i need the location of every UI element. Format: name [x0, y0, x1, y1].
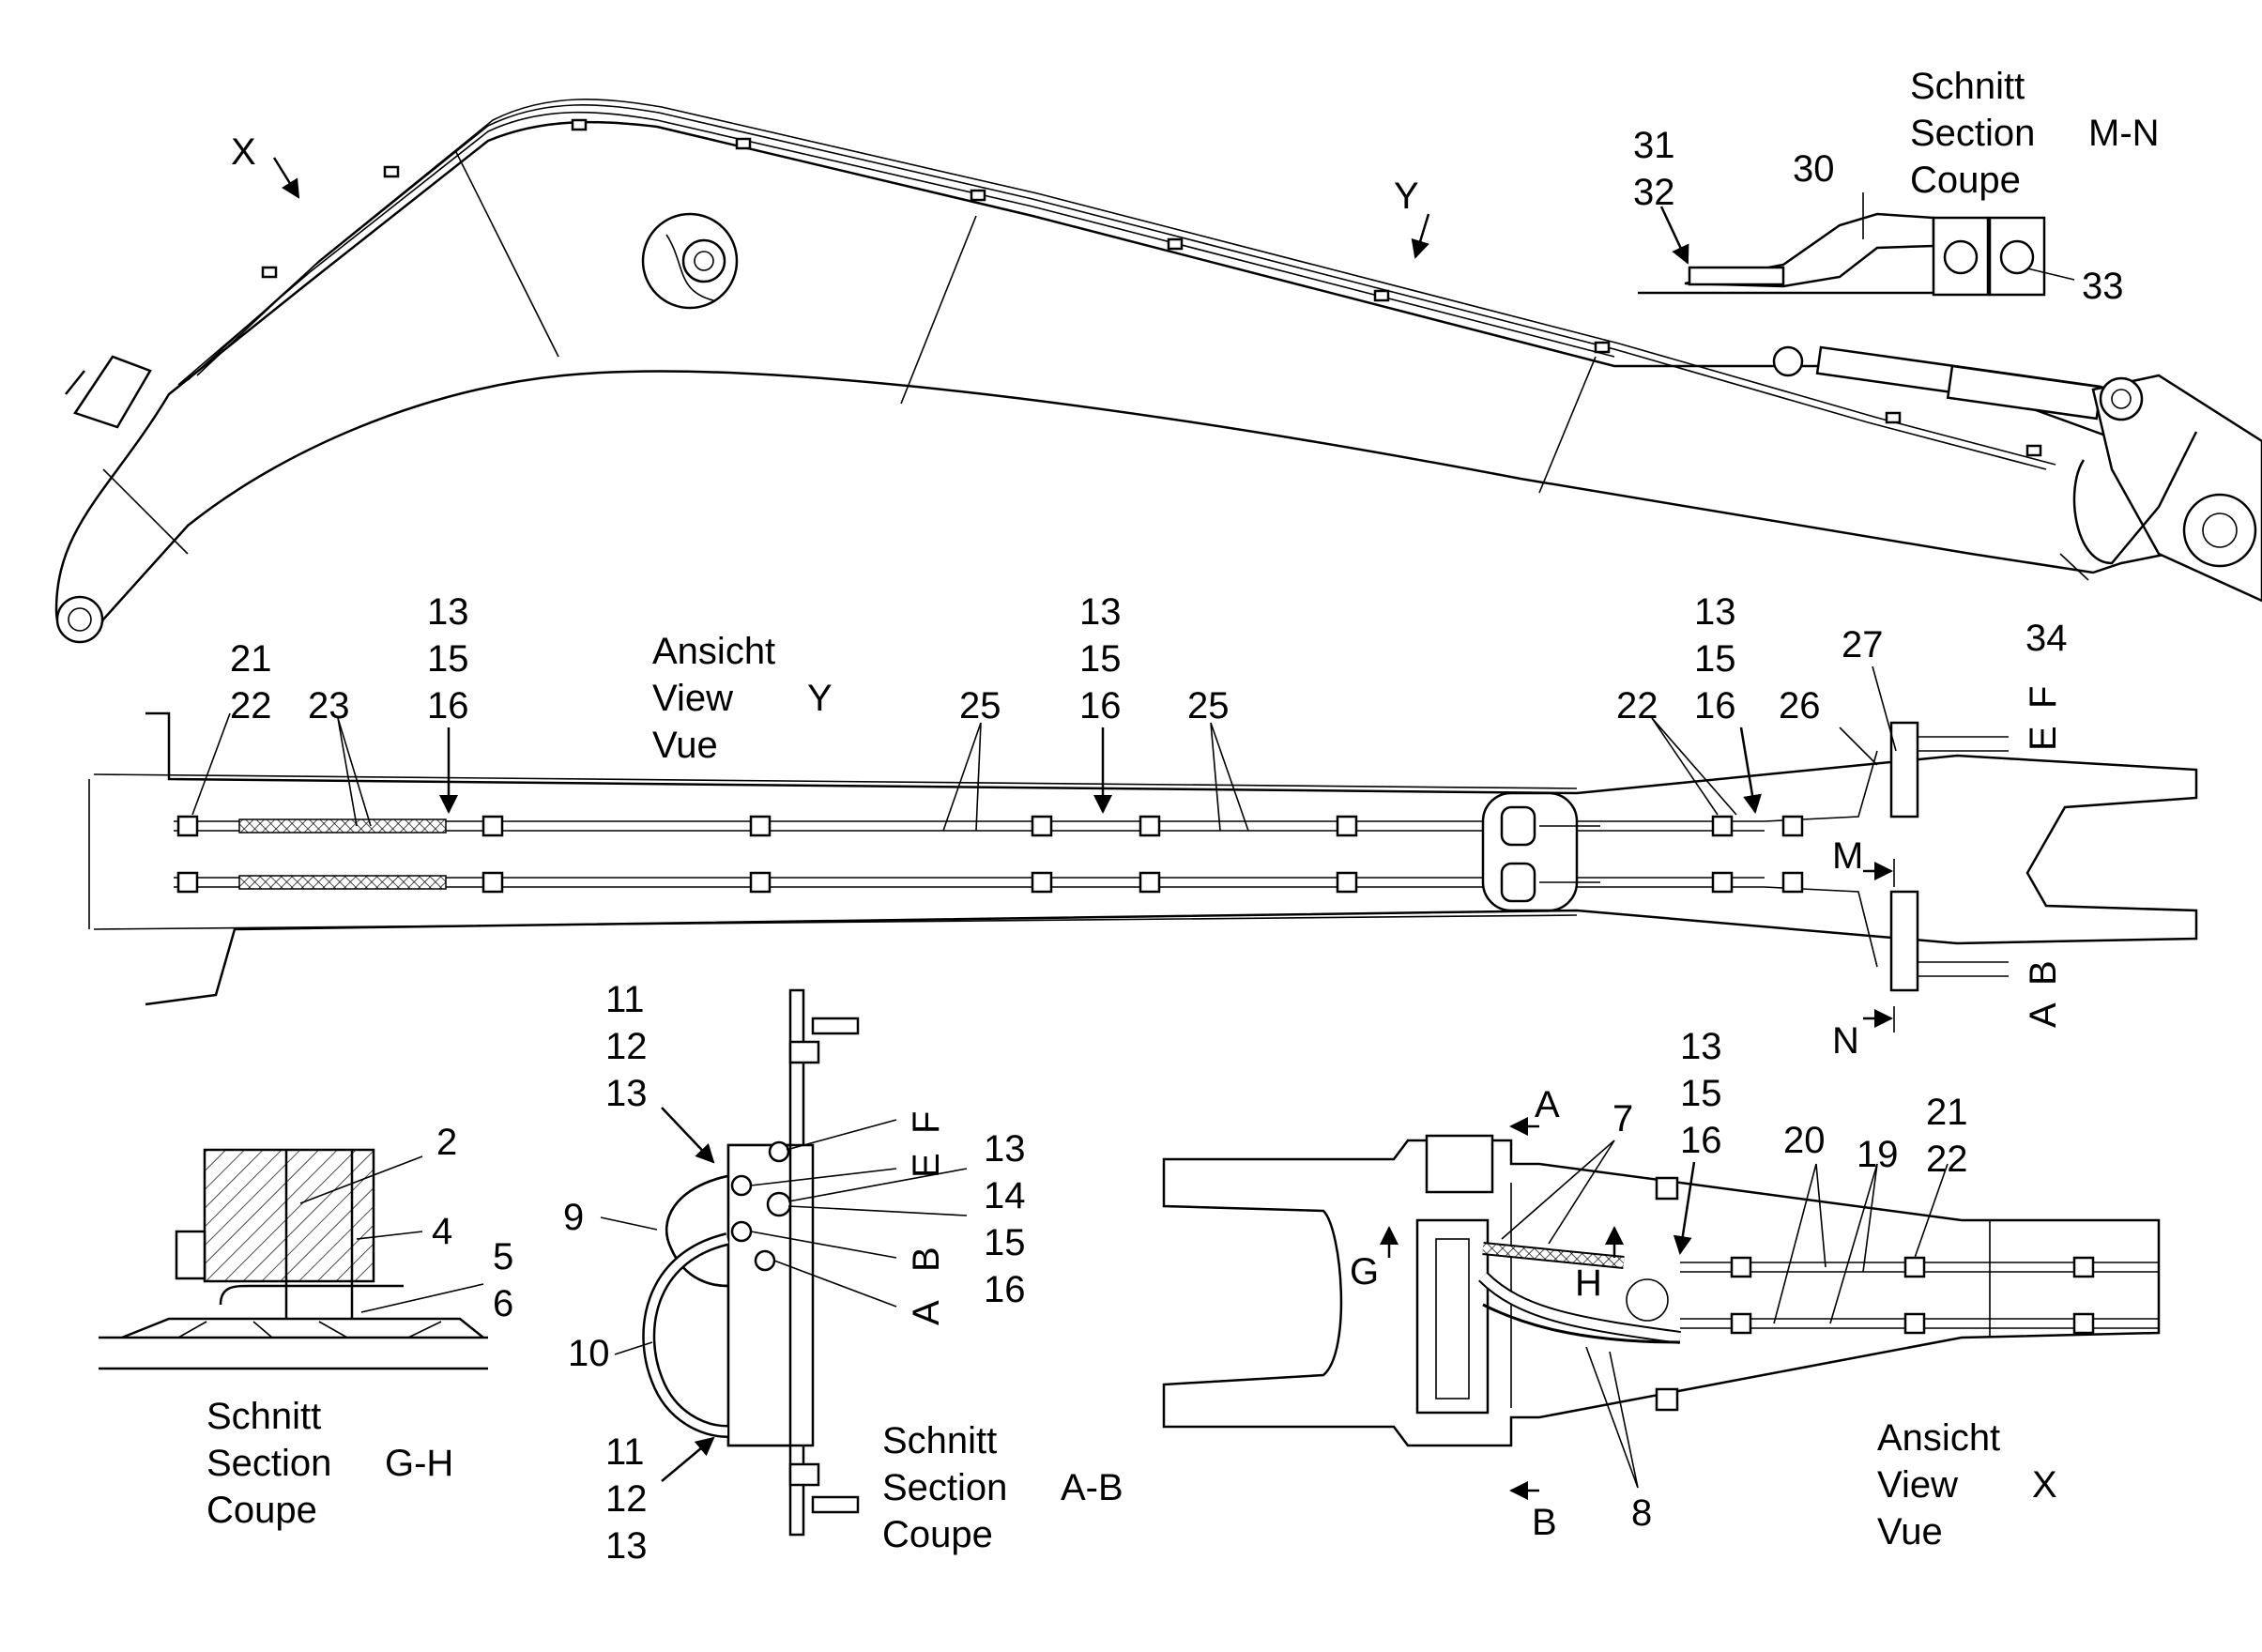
view-y-marker: Y — [1394, 176, 1419, 217]
boom-side-view: X Y 34 — [54, 99, 2262, 659]
section-gh: 2 4 5 6 Schnitt Section Coupe G-H — [99, 1122, 513, 1531]
section-mn-title-1: Schnitt — [1910, 66, 2025, 107]
callout-15a: 15 — [427, 638, 469, 680]
callout-15b: 15 — [1079, 638, 1122, 680]
section-gh-id: G-H — [385, 1443, 453, 1484]
section-mn-title-3: Coupe — [1910, 160, 2021, 201]
view-x-title-2: View — [1877, 1464, 1958, 1506]
port-F-ab: F — [906, 1111, 947, 1134]
callout-13a: 13 — [427, 591, 469, 633]
boom-outline — [54, 120, 2189, 641]
port-A-ab: A — [906, 1300, 947, 1325]
callout-8: 8 — [1631, 1492, 1652, 1534]
callout-25a: 25 — [959, 685, 1001, 727]
view-x-title-3: Vue — [1877, 1511, 1943, 1553]
view-x-marker: X — [231, 131, 256, 173]
callout-13-bot: 13 — [605, 1525, 648, 1567]
callout-6: 6 — [493, 1283, 513, 1324]
port-E1-ab: E — [906, 1153, 947, 1178]
callout-2: 2 — [436, 1122, 457, 1163]
callout-33: 33 — [2082, 266, 2124, 307]
marker-N: N — [1832, 1020, 1859, 1062]
view-y: Ansicht View Vue Y 21 22 23 13 15 16 25 … — [88, 591, 2198, 1062]
callout-21-x: 21 — [1926, 1092, 1968, 1133]
view-x-title-1: Ansicht — [1877, 1417, 2000, 1459]
view-y-id: Y — [807, 678, 833, 719]
callout-16-right: 16 — [984, 1269, 1026, 1310]
callout-12-bot: 12 — [605, 1478, 648, 1520]
section-ab-title-1: Schnitt — [882, 1420, 997, 1461]
callout-27: 27 — [1842, 624, 1884, 665]
section-mn: Schnitt Section Coupe M-N 31 32 30 33 — [1633, 66, 2160, 307]
callout-12-top: 12 — [605, 1026, 648, 1067]
callout-16c: 16 — [1694, 685, 1736, 727]
callout-16-x: 16 — [1680, 1120, 1722, 1161]
callout-23: 23 — [308, 685, 350, 727]
callout-13c: 13 — [1694, 591, 1736, 633]
callout-21: 21 — [230, 638, 272, 680]
marker-H: H — [1575, 1262, 1602, 1304]
callout-15c: 15 — [1694, 638, 1736, 680]
callout-16b: 16 — [1079, 685, 1122, 727]
callout-26: 26 — [1779, 685, 1821, 727]
section-ab: 11 12 13 9 10 11 12 13 13 14 15 16 F E E… — [563, 979, 1123, 1567]
callout-32: 32 — [1633, 172, 1675, 213]
marker-A-x: A — [1535, 1084, 1560, 1125]
callout-31: 31 — [1633, 125, 1675, 166]
marker-B-x: B — [1532, 1502, 1557, 1543]
section-ab-title-3: Coupe — [882, 1514, 993, 1555]
callout-11-top: 11 — [605, 979, 645, 1020]
callout-13-x: 13 — [1680, 1026, 1722, 1067]
callout-9: 9 — [563, 1197, 584, 1238]
view-x: A B G H 7 8 13 15 16 20 19 21 22 Ansicht… — [1162, 1026, 2161, 1553]
section-gh-title-3: Coupe — [206, 1490, 317, 1531]
callout-14-right: 14 — [984, 1175, 1026, 1216]
port-A-y: A — [2023, 1002, 2064, 1028]
callout-10: 10 — [568, 1333, 610, 1374]
callout-15-x: 15 — [1680, 1073, 1722, 1114]
section-mn-id: M-N — [2088, 113, 2160, 154]
callout-7: 7 — [1612, 1098, 1633, 1140]
section-mn-title-2: Section — [1910, 113, 2035, 154]
view-y-title-3: Vue — [652, 725, 718, 766]
section-ab-title-2: Section — [882, 1467, 1007, 1508]
port-B-y: B — [2023, 960, 2064, 986]
callout-25b: 25 — [1187, 685, 1230, 727]
port-F-y: F — [2023, 686, 2064, 709]
callout-4: 4 — [432, 1211, 452, 1252]
section-gh-title-1: Schnitt — [206, 1396, 321, 1437]
callout-20: 20 — [1783, 1120, 1826, 1161]
callout-16a: 16 — [427, 685, 469, 727]
section-ab-id: A-B — [1061, 1467, 1123, 1508]
port-B-ab: B — [906, 1247, 947, 1272]
section-gh-title-2: Section — [206, 1443, 331, 1484]
callout-30: 30 — [1793, 148, 1835, 190]
callout-22b: 22 — [1616, 685, 1658, 727]
callout-13-top: 13 — [605, 1073, 648, 1114]
callout-22: 22 — [230, 685, 272, 727]
callout-11-bot: 11 — [605, 1431, 645, 1473]
callout-13-right: 13 — [984, 1128, 1026, 1170]
callout-19: 19 — [1857, 1134, 1899, 1175]
callout-13b: 13 — [1079, 591, 1122, 633]
callout-15-right: 15 — [984, 1222, 1026, 1263]
marker-M: M — [1832, 835, 1863, 877]
port-E-y: E — [2023, 726, 2064, 751]
callout-5: 5 — [493, 1236, 513, 1277]
marker-G: G — [1350, 1251, 1379, 1293]
callout-34: 34 — [2025, 618, 2068, 659]
view-y-title-1: Ansicht — [652, 631, 775, 672]
callout-22-x: 22 — [1926, 1139, 1968, 1180]
view-x-id: X — [2032, 1464, 2057, 1506]
view-y-title-2: View — [652, 678, 733, 719]
